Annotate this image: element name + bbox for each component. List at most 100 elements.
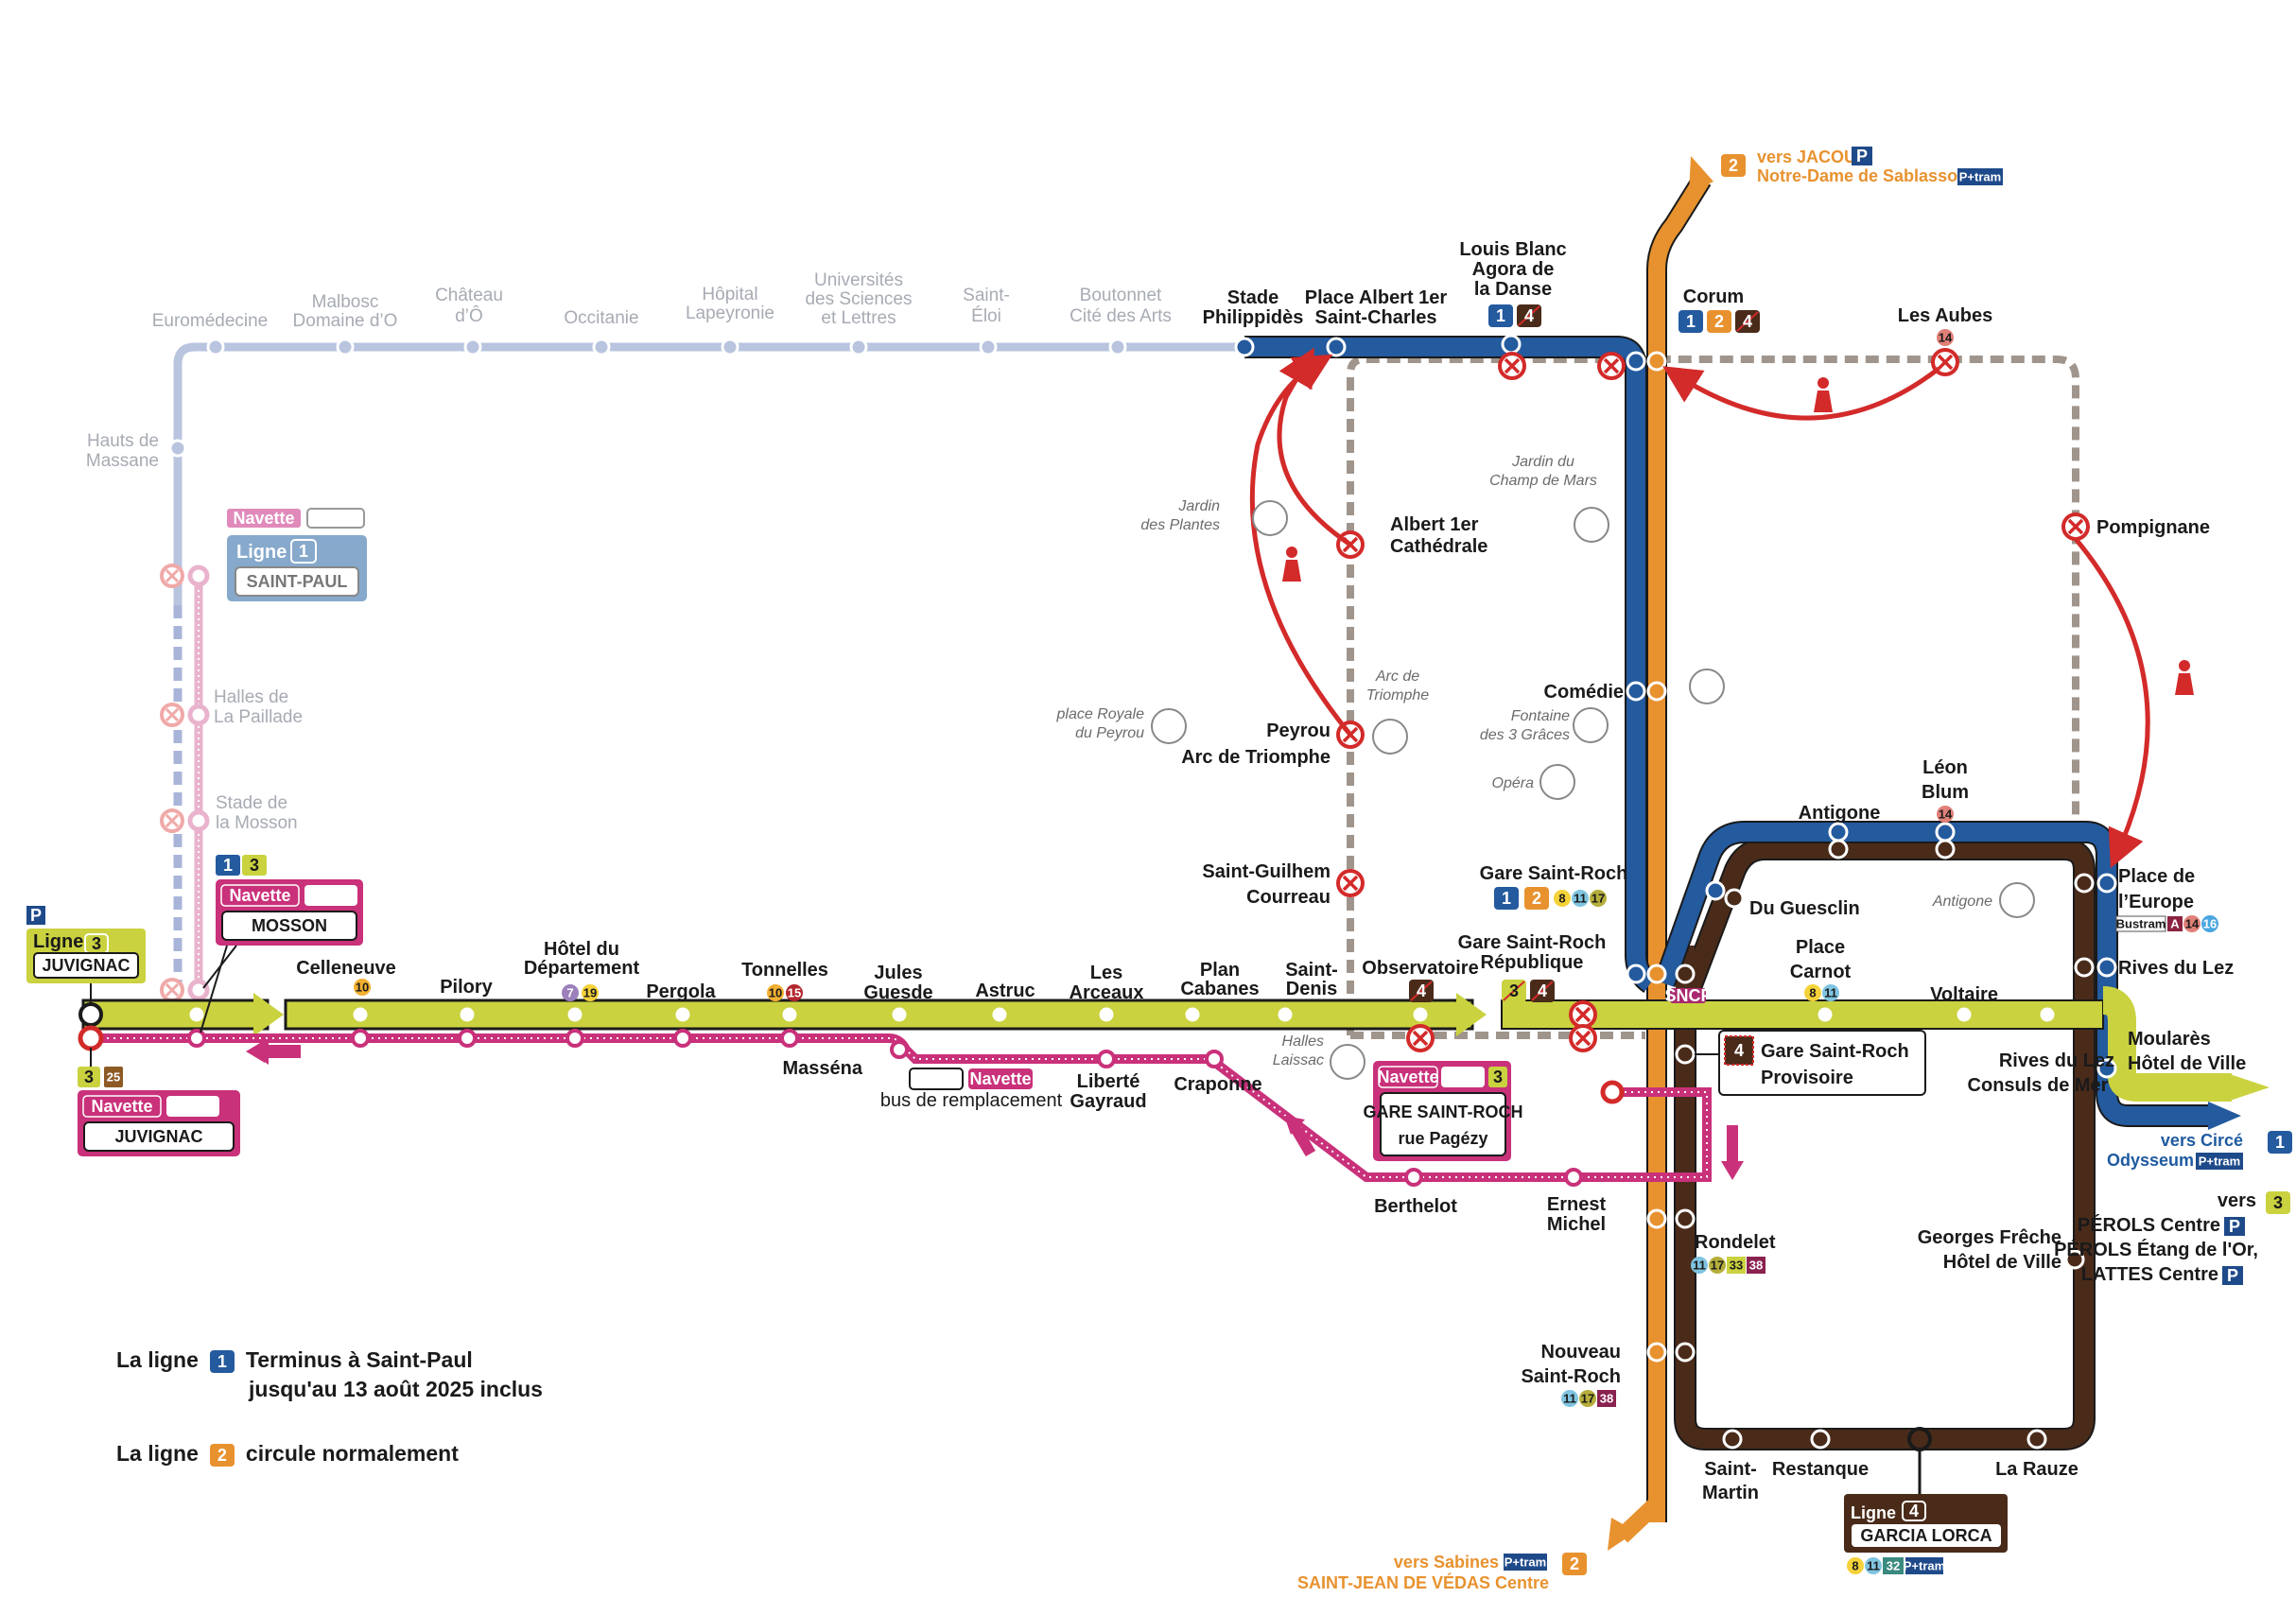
svg-text:Cabanes: Cabanes (1180, 979, 1259, 999)
svg-text:Provisoire: Provisoire (1761, 1068, 1853, 1088)
disabled-station-labels: Euromédecine Malbosc Domaine d’O Château… (86, 270, 1172, 833)
svg-text:Arceaux: Arceaux (1070, 982, 1144, 1003)
svg-text:Laissac: Laissac (1273, 1052, 1324, 1068)
legend-text: jusqu'au 13 août 2025 inclus (249, 1377, 543, 1401)
svg-text:MOSSON: MOSSON (252, 916, 327, 935)
svg-text:Fontaine: Fontaine (1511, 708, 1570, 724)
svg-text:1: 1 (1502, 889, 1511, 908)
svg-text:11: 11 (1574, 892, 1587, 906)
svg-text:vers Circé: vers Circé (2161, 1131, 2243, 1150)
svg-text:Halles: Halles (1282, 1033, 1324, 1050)
svg-text:Corum: Corum (1683, 287, 1744, 307)
svg-text:GARCIA LORCA: GARCIA LORCA (1860, 1526, 1992, 1545)
line4-stations (1675, 839, 2095, 1451)
svg-text:P+tram: P+tram (2199, 1155, 2240, 1169)
svg-text:14: 14 (1939, 808, 1953, 822)
station-labels: Celleneuve Pilory Hôtel du Département P… (296, 239, 2246, 1503)
svg-text:Bustram: Bustram (2116, 917, 2166, 931)
legend-prefix: La ligne (116, 1441, 199, 1466)
svg-text:10: 10 (356, 981, 369, 995)
svg-text:4: 4 (1417, 981, 1426, 1000)
svg-text:16: 16 (2203, 917, 2217, 931)
navette-stations (78, 1025, 1625, 1187)
svg-text:25: 25 (107, 1070, 120, 1085)
svg-text:Navette: Navette (1377, 1068, 1438, 1086)
bus-icon (166, 1096, 219, 1117)
svg-text:La Paillade: La Paillade (214, 707, 303, 727)
arrow-left-icon (250, 1038, 269, 1065)
svg-text:Berthelot: Berthelot (1374, 1196, 1457, 1217)
svg-text:8: 8 (1852, 1559, 1858, 1573)
svg-text:P+tram: P+tram (1959, 170, 2001, 184)
svg-text:Tonnelles: Tonnelles (741, 960, 828, 981)
line2 (1608, 156, 1713, 1551)
arrow-right-icon (2208, 1102, 2241, 1130)
svg-text:Odysseum: Odysseum (2107, 1151, 2194, 1170)
svg-text:Navette: Navette (229, 886, 290, 905)
svg-text:1: 1 (1496, 306, 1505, 325)
svg-text:1: 1 (299, 542, 308, 561)
tree-icon (1574, 507, 1609, 543)
svg-text:Antigone: Antigone (1799, 803, 1881, 824)
arch-icon (1372, 719, 1408, 755)
bus-icon (1441, 1067, 1485, 1087)
svg-text:Carnot: Carnot (1790, 962, 1852, 982)
svg-text:11: 11 (1824, 986, 1837, 1000)
svg-text:Stade: Stade (1227, 287, 1278, 308)
svg-text:d’Ô: d’Ô (455, 305, 483, 326)
svg-text:Michel: Michel (1547, 1214, 1606, 1235)
svg-text:Navette: Navette (91, 1097, 152, 1116)
svg-text:Boutonnet: Boutonnet (1080, 286, 1162, 305)
svg-text:GARE SAINT-ROCH: GARE SAINT-ROCH (1363, 1103, 1522, 1121)
landmark-icons (1151, 500, 2035, 1080)
svg-text:Pergola: Pergola (646, 981, 716, 1002)
svg-text:Saint-Guilhem: Saint-Guilhem (1202, 861, 1331, 882)
bus-icon (304, 885, 357, 906)
arch-icon (1999, 882, 2035, 918)
svg-text:Cathédrale: Cathédrale (1390, 536, 1487, 557)
strike-icon (1503, 981, 1525, 1001)
direction-sabines: vers Sabines P+tram 2 SAINT-JEAN DE VÉDA… (1297, 1553, 1587, 1592)
svg-text:Hauts de: Hauts de (87, 431, 159, 451)
svg-text:vers Sabines: vers Sabines (1394, 1553, 1499, 1572)
svg-text:Occitanie: Occitanie (564, 308, 638, 328)
pedestrian-icons (1282, 377, 2194, 695)
svg-text:Hôpital: Hôpital (702, 285, 757, 304)
svg-text:3: 3 (84, 1068, 94, 1086)
svg-text:Château: Château (435, 286, 503, 305)
svg-text:Les: Les (1090, 963, 1122, 983)
svg-text:Ligne: Ligne (236, 542, 287, 563)
svg-text:Denis: Denis (1286, 979, 1337, 999)
svg-text:Moularès: Moularès (2128, 1029, 2211, 1050)
navette-saint-paul-box: Navette Ligne 1 SAINT-PAUL (227, 508, 367, 601)
svg-text:République: République (1481, 952, 1584, 973)
svg-text:Blum: Blum (1922, 782, 1969, 803)
svg-text:14: 14 (1939, 331, 1953, 345)
svg-text:des 3 Grâces: des 3 Grâces (1480, 727, 1570, 743)
svg-text:la Danse: la Danse (1474, 279, 1552, 300)
svg-text:Philippidès: Philippidès (1203, 307, 1304, 328)
svg-text:4: 4 (1734, 1041, 1744, 1060)
svg-text:Universités: Universités (814, 270, 903, 290)
svg-text:des Plantes: des Plantes (1140, 517, 1220, 533)
direction-circe: vers Circé 1 Odysseum P+tram (2107, 1131, 2292, 1170)
svg-text:3: 3 (1493, 1068, 1503, 1086)
walk-arrows (1249, 347, 2150, 869)
svg-text:Hôtel de Ville: Hôtel de Ville (2128, 1053, 2246, 1074)
svg-text:Peyrou: Peyrou (1266, 721, 1331, 741)
svg-text:38: 38 (1749, 1259, 1763, 1273)
svg-text:Rives du Lez: Rives du Lez (2118, 958, 2234, 979)
legend-text: Terminus à Saint-Paul (245, 1347, 473, 1372)
svg-text:Navette: Navette (233, 509, 294, 528)
svg-text:Voltaire: Voltaire (1930, 984, 1998, 1005)
line4 (1674, 838, 2096, 1450)
svg-text:Masséna: Masséna (783, 1058, 863, 1079)
line1-stations (1234, 334, 2117, 1079)
svg-text:Pilory: Pilory (440, 977, 493, 998)
svg-text:17: 17 (1592, 892, 1605, 906)
svg-text:Restanque: Restanque (1772, 1459, 1869, 1480)
svg-text:Éloi: Éloi (971, 306, 1001, 326)
shopping-bag-icon (1689, 669, 1725, 704)
walk-path (1347, 356, 2079, 1039)
svg-text:11: 11 (1693, 1259, 1706, 1273)
